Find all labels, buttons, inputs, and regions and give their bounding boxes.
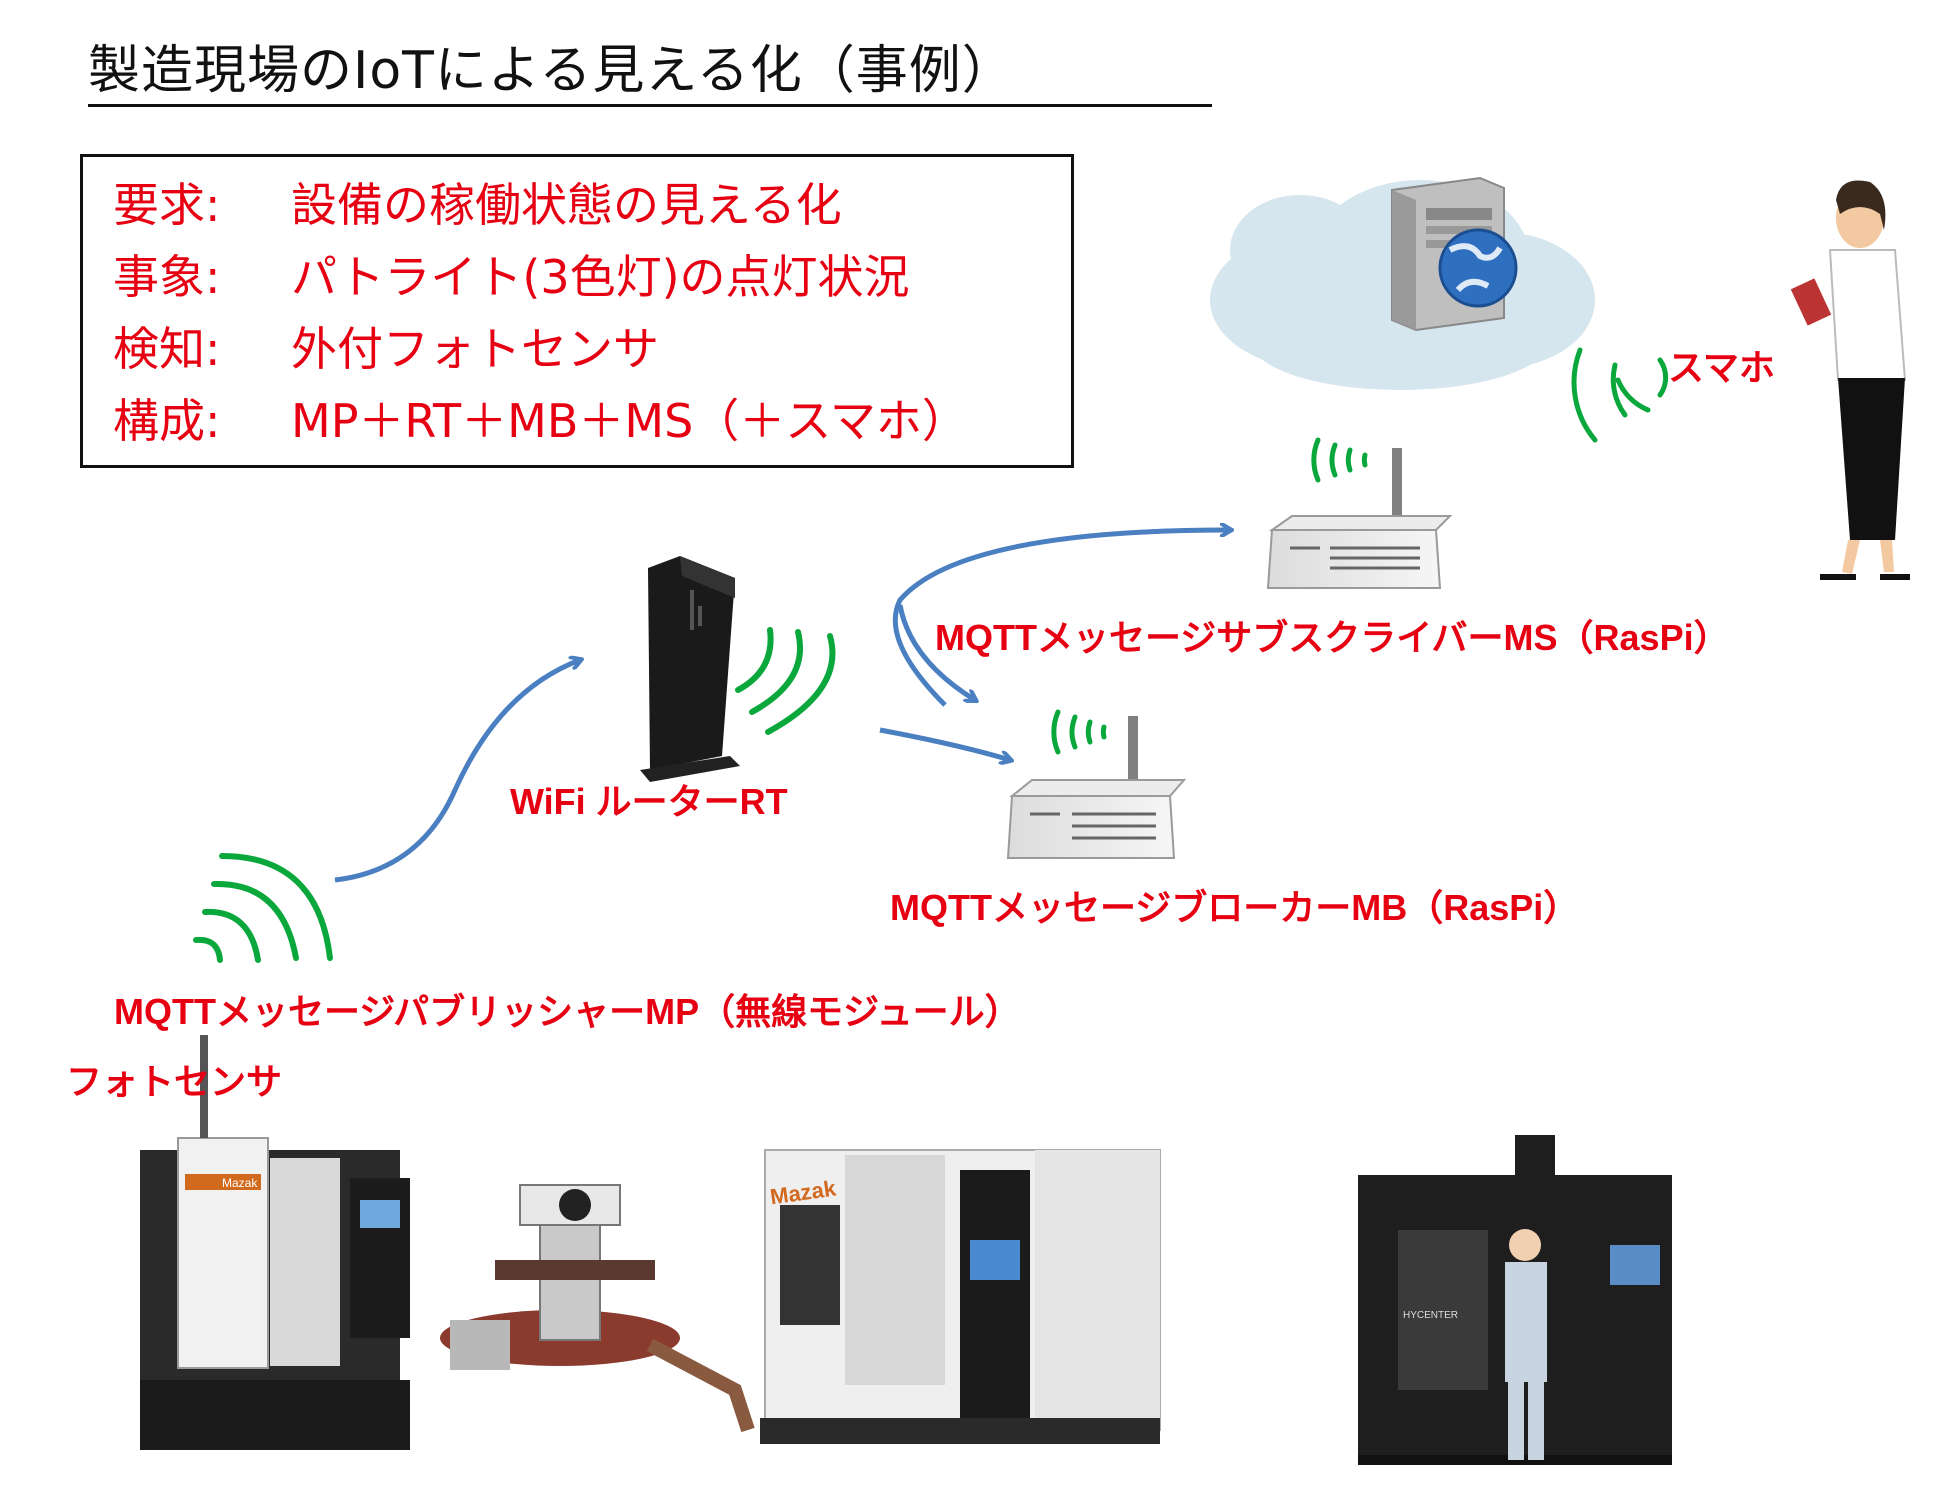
subscriber-signal-icon [1311,437,1368,483]
flow-arrows [334,530,1230,883]
page-title: 製造現場のIoTによる見える化（事例） [88,41,1015,101]
requirement-value: パトライト(3色灯)の点灯状況 [291,250,910,304]
machine4-brand: HYCENTER [1403,1310,1459,1321]
broker-signal-icon [1051,709,1107,755]
label-publisher: MQTTメッセージパブリッシャーMP（無線モジュール） [114,991,1021,1032]
label-smartphone: スマホ [1668,347,1775,388]
smartphone-signal-icon [1571,347,1669,443]
label-subscriber: MQTTメッセージサブスクライバーMS（RasPi） [935,617,1730,658]
subscriber-router-icon [1266,448,1453,589]
arrow-rt-to-ms [892,530,1230,707]
arrow-mp-to-rt [334,660,580,883]
wifi-router-icon [640,556,740,782]
arrow-rt-to-ms-down [897,604,975,700]
label-photosensor: フォトセンサ [66,1061,283,1102]
machine-tool-3 [760,1149,1161,1444]
requirement-row: 事象: パトライト(3色灯)の点灯状況 [113,249,910,305]
machine-tool-4 [1358,1135,1672,1465]
label-router: WiFi ルーターRT [510,781,788,822]
globe-icon [1438,228,1518,308]
requirements-box: 要求: 設備の稼働状態の見える化 事象: パトライト(3色灯)の点灯状況 検知: 外付… [80,154,1074,468]
machine-tool-1 [140,1035,410,1450]
requirement-key: 事象: [113,250,221,304]
requirement-key: 構成: [113,394,221,448]
requirement-value: MP＋RT＋MB＋MS（＋スマホ） [291,394,968,448]
machine1-brand: Mazak [222,1176,258,1190]
requirement-row: 検知: 外付フォトセンサ [113,321,659,377]
requirement-row: 構成: MP＋RT＋MB＋MS（＋スマホ） [113,393,968,449]
broker-router-icon [1006,716,1187,859]
requirement-key: 要求: [113,178,221,232]
requirement-value: 外付フォトセンサ [291,322,659,376]
publisher-signal-icon [193,853,333,963]
wifi-signal-icon [735,627,836,735]
person-with-smartphone-icon [1790,180,1910,580]
label-broker: MQTTメッセージブローカーMB（RasPi） [890,887,1580,928]
arrow-rt-to-mb [879,727,1010,760]
requirement-key: 検知: [113,322,221,376]
title-underline [88,104,1212,107]
robot-arm [440,1184,755,1433]
requirement-value: 設備の稼働状態の見える化 [291,178,842,232]
requirement-row: 要求: 設備の稼働状態の見える化 [113,177,842,233]
